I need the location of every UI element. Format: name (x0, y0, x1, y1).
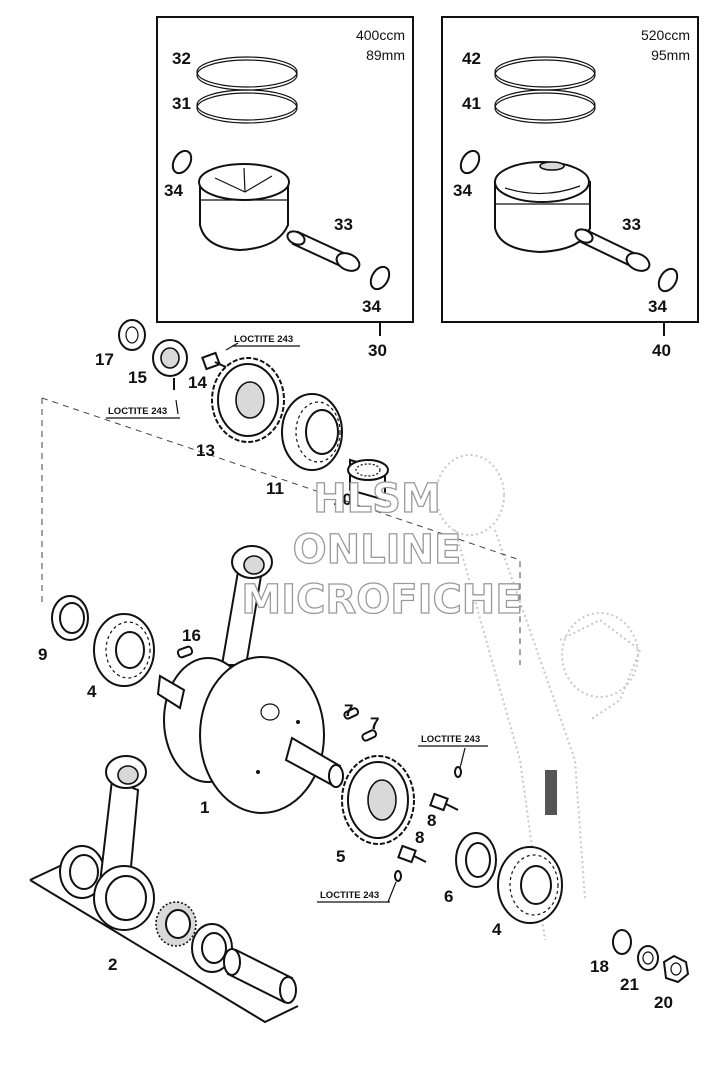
piston-ring-top (196, 56, 298, 91)
box-frame (441, 16, 699, 323)
label-9: 9 (38, 645, 47, 664)
box-bore: 89mm (366, 47, 405, 63)
needle-bearing (155, 901, 197, 947)
watermark-line-2: ONLINE (293, 527, 462, 573)
label-8-lower: 8 (415, 828, 424, 847)
label-4-right: 4 (492, 920, 502, 939)
label-15: 15 (128, 368, 147, 387)
washer-6 (455, 832, 497, 888)
bolt-14 (201, 351, 229, 371)
label-8-upper: 8 (427, 811, 436, 830)
circlip-18 (612, 929, 632, 955)
key-7b (361, 729, 378, 742)
loctite-drop-upper (454, 766, 462, 778)
crankshaft (156, 545, 344, 814)
key-16 (176, 645, 194, 659)
box-displacement: 400ccm (356, 27, 405, 43)
loctite-lower: LOCTITE 243 (320, 890, 379, 901)
piston-ring-top (494, 56, 596, 91)
piston-ring-bottom (196, 89, 298, 124)
label-4-left: 4 (87, 682, 97, 701)
conrod-kit (29, 755, 299, 1024)
kit-bracket (29, 864, 299, 1024)
label-2: 2 (108, 955, 117, 974)
label-11: 11 (266, 479, 284, 498)
washer-21 (637, 945, 659, 971)
label-pin: 33 (622, 215, 641, 234)
label-circlip-left: 34 (164, 181, 183, 200)
piston (494, 161, 591, 254)
bolt-8-upper (429, 792, 459, 812)
circlip-right (657, 267, 679, 293)
label-6: 6 (444, 887, 453, 906)
label-1: 1 (200, 798, 209, 817)
label-10: 10 (333, 490, 352, 509)
piston-kit-box-400: 400ccm 89mm 32 31 34 33 (156, 16, 414, 360)
watermark-line-3: MICROFICHE (241, 577, 522, 623)
label-13: 13 (196, 441, 215, 460)
label-assembly-40: 40 (652, 341, 671, 360)
label-pin: 33 (334, 215, 353, 234)
label-circlip-left: 34 (453, 181, 472, 200)
loctite-drop-lower (394, 870, 402, 882)
connecting-rod (93, 755, 155, 931)
ghost-rod-logo (545, 770, 557, 815)
seal-9 (51, 595, 89, 641)
box-displacement: 520ccm (641, 27, 690, 43)
loctite-upper-right: LOCTITE 243 (234, 334, 293, 345)
label-14: 14 (188, 373, 207, 392)
label-ring-top: 42 (462, 49, 481, 68)
bearing-4-left (93, 613, 155, 687)
bearing-11 (281, 393, 343, 471)
seal-15 (152, 339, 188, 377)
bearing-17 (118, 319, 146, 351)
watermark: HLSM ONLINE MICROFICHE (241, 475, 524, 623)
label-7a: 7 (344, 701, 353, 720)
box-bore: 95mm (651, 47, 690, 63)
assembly-guide-line (41, 397, 521, 665)
label-18: 18 (590, 957, 609, 976)
label-ring-bottom: 41 (462, 94, 481, 113)
nut-20 (662, 954, 690, 984)
circlip-left (171, 149, 193, 175)
gear-5 (341, 755, 415, 845)
circlip-right (369, 265, 391, 291)
piston-pin (574, 228, 651, 272)
label-circlip-right: 34 (648, 297, 667, 316)
gear-13 (211, 357, 285, 443)
bearing-4-right (497, 846, 563, 924)
piston-kit-box-520: 520ccm 95mm 42 41 34 33 34 40 (441, 16, 699, 360)
loctite-middle-right: LOCTITE 243 (421, 734, 480, 745)
label-ring-bottom: 31 (172, 94, 191, 113)
label-5: 5 (336, 847, 345, 866)
piston-ring-bottom (494, 89, 596, 124)
label-21: 21 (620, 975, 639, 994)
piston (198, 163, 290, 252)
key-7a (343, 707, 360, 720)
label-circlip-right: 34 (362, 297, 381, 316)
label-16: 16 (182, 626, 201, 645)
label-17: 17 (95, 350, 114, 369)
loctite-upper-left: LOCTITE 243 (108, 406, 167, 417)
label-ring-top: 32 (172, 49, 191, 68)
label-20: 20 (654, 993, 673, 1012)
piston-pin (286, 230, 361, 272)
thrust-washer-left (59, 845, 105, 899)
circlip-left (459, 149, 481, 175)
box-frame (156, 16, 414, 323)
crank-pin (223, 948, 297, 1004)
label-7b: 7 (370, 714, 379, 733)
watermark-line-1: HLSM (313, 476, 441, 522)
label-assembly-30: 30 (368, 341, 387, 360)
bearing-10 (347, 458, 389, 502)
bolt-8-lower (397, 844, 427, 864)
